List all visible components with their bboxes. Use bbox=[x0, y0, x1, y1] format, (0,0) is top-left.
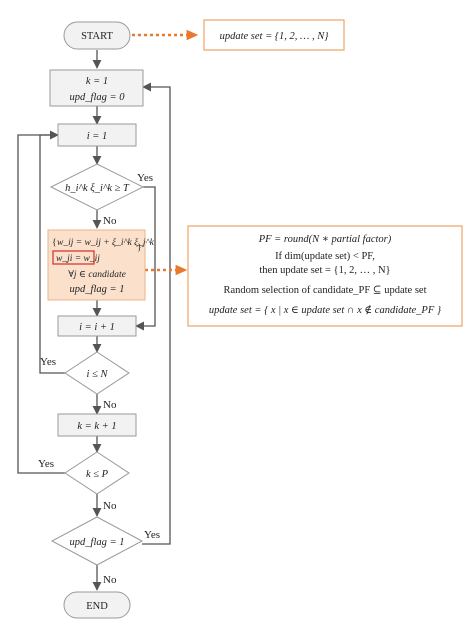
k-decision: k ≤ P bbox=[64, 451, 130, 495]
flag-decision: upd_flag = 1 bbox=[50, 516, 144, 566]
threshold-decision: h_i^k ξ_i^k ≥ T bbox=[49, 163, 145, 211]
threshold-label: h_i^k ξ_i^k ≥ T bbox=[65, 183, 130, 194]
k-decision-yes-label: Yes bbox=[38, 458, 54, 470]
svg-text:{: { bbox=[52, 238, 57, 248]
weight-update-box: { w_ij = w_ij + ξ_i^k ξ_j^k } w_ji = w_i… bbox=[47, 229, 155, 301]
if-text: If dim(update set) < PF, bbox=[275, 251, 375, 262]
init-flag-label: upd_flag = 0 bbox=[70, 92, 126, 103]
threshold-no-label: No bbox=[103, 215, 117, 227]
then-text: then update set = {1, 2, … , N} bbox=[259, 265, 390, 276]
weight-update-line1: w_ij = w_ij + ξ_i^k ξ_j^k bbox=[57, 237, 155, 248]
update-set-text: update set = {1, 2, … , N} bbox=[220, 31, 330, 42]
for-all-j-label: ∀j ∈ candidate bbox=[68, 269, 126, 280]
pf-text: PF = round(N ∗ partial factor) bbox=[258, 234, 392, 245]
weight-update-line2: w_ji = w_ij bbox=[56, 254, 100, 264]
symmetric-highlight bbox=[52, 250, 95, 265]
flag-decision-label: upd_flag = 1 bbox=[70, 537, 125, 548]
partial-factor-note: PF = round(N ∗ partial factor) If dim(up… bbox=[187, 225, 463, 327]
init-box: k = 1 upd_flag = 0 bbox=[49, 69, 144, 107]
i-decision-no-label: No bbox=[103, 399, 117, 411]
update-set-note: update set = {1, 2, … , N} bbox=[203, 19, 345, 51]
i-decision-yes-label: Yes bbox=[40, 356, 56, 368]
i-decision-label: i ≤ N bbox=[87, 369, 109, 380]
k-decision-no-label: No bbox=[103, 500, 117, 512]
start-terminal: START bbox=[63, 21, 131, 50]
k-decision-label: k ≤ P bbox=[86, 469, 109, 480]
end-label: END bbox=[86, 601, 108, 612]
update-set-rule-text: update set = { x | x ∈ update set ∩ x ∉ … bbox=[209, 304, 442, 316]
init-i-box: i = 1 bbox=[57, 123, 137, 147]
increment-k-box: k = k + 1 bbox=[57, 413, 137, 437]
set-flag-label: upd_flag = 1 bbox=[70, 284, 125, 295]
flag-decision-yes-label: Yes bbox=[144, 529, 160, 541]
end-terminal: END bbox=[63, 591, 131, 619]
random-selection-text: Random selection of candidate_PF ⊆ updat… bbox=[223, 285, 426, 296]
increment-i-box: i = i + 1 bbox=[57, 315, 137, 337]
threshold-yes-label: Yes bbox=[137, 172, 153, 184]
i-decision: i ≤ N bbox=[64, 351, 130, 395]
svg-text:}: } bbox=[137, 243, 142, 253]
increment-i-label: i = i + 1 bbox=[79, 322, 115, 333]
flag-decision-no-label: No bbox=[103, 574, 117, 586]
init-k-label: k = 1 bbox=[86, 76, 108, 87]
init-i-label: i = 1 bbox=[87, 131, 108, 142]
start-label: START bbox=[81, 31, 113, 42]
increment-k-label: k = k + 1 bbox=[77, 421, 116, 432]
connectors bbox=[17, 50, 171, 591]
